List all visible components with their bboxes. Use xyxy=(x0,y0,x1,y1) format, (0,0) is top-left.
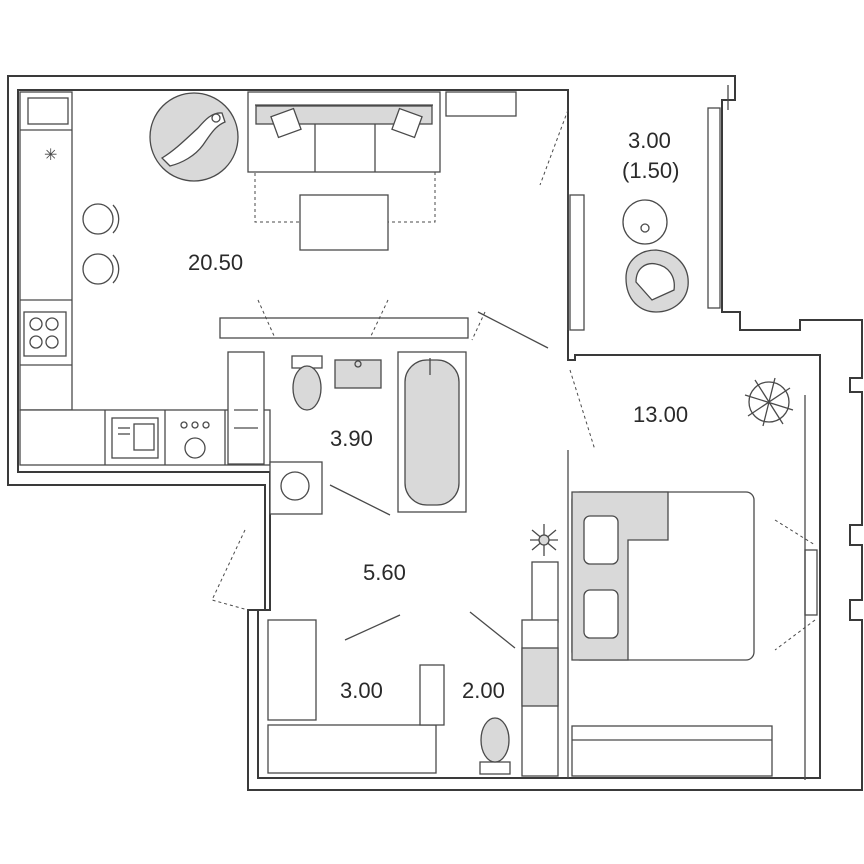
wc-sink-icon xyxy=(521,647,559,707)
washer-dials-icon xyxy=(180,421,210,459)
fridge-icon: ✳ xyxy=(44,145,57,164)
kitchen-living-area-label: 20.50 xyxy=(188,250,244,275)
round-table-icon xyxy=(622,199,668,245)
bedroom-wardrobe xyxy=(571,725,773,777)
bedroom-door-swing xyxy=(569,369,596,451)
bathroom-area-label: 3.90 xyxy=(330,426,373,451)
closet-door xyxy=(477,311,549,349)
bedroom xyxy=(567,377,818,780)
bath-toilet-icon xyxy=(291,355,323,411)
balcony-reduced-area-label: (1.50) xyxy=(622,158,680,183)
stove-icon xyxy=(23,311,67,357)
wardrobe-area-label: 3.00 xyxy=(340,678,383,703)
armchair-icon xyxy=(625,249,689,313)
washing-machine-icon xyxy=(269,461,323,515)
balcony xyxy=(539,85,729,331)
walk-in-closet xyxy=(267,611,516,774)
hallway-area-label: 5.60 xyxy=(363,560,406,585)
pet-bed-icon xyxy=(149,92,239,182)
balcony-area-label: 3.00 xyxy=(628,128,671,153)
microwave-icon xyxy=(27,97,69,125)
wc-toilet-icon xyxy=(479,717,511,775)
entrance-door-swing xyxy=(211,529,249,611)
kitchen-sink-icon xyxy=(111,417,159,459)
bath-sink-icon xyxy=(334,359,382,389)
bedroom-area-label: 13.00 xyxy=(633,402,689,427)
bathtub-icon xyxy=(397,351,467,513)
sofa-icon xyxy=(247,91,517,173)
wc-area-label: 2.00 xyxy=(462,678,505,703)
bathroom xyxy=(219,299,486,516)
coffee-table xyxy=(299,194,389,251)
shoe-cabinet xyxy=(531,561,559,623)
plant-icon xyxy=(744,377,794,427)
bar-stools xyxy=(82,203,120,285)
bed-icon xyxy=(571,491,755,661)
plant-icon xyxy=(530,524,558,556)
wc xyxy=(479,619,559,777)
